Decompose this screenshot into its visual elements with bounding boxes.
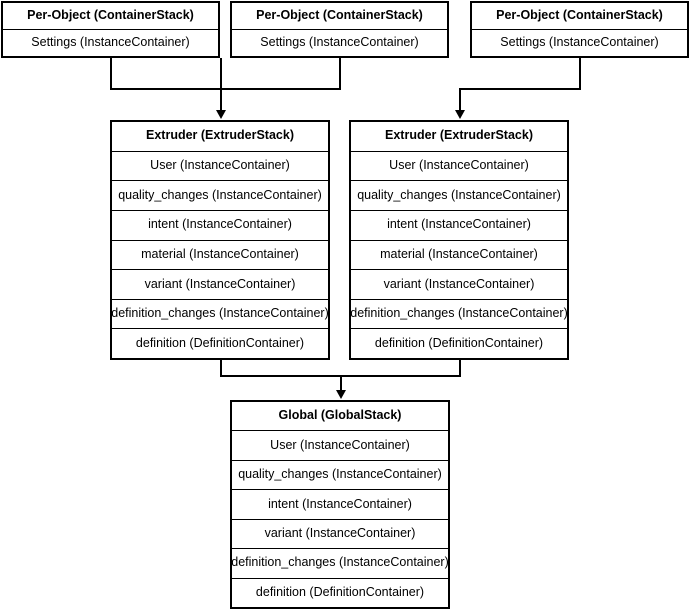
edge-to-extruder2-stem <box>459 88 461 110</box>
node-row: material (InstanceContainer) <box>112 239 328 270</box>
node-row: quality_changes (InstanceContainer) <box>112 180 328 210</box>
node-row: Settings (InstanceContainer) <box>3 29 218 56</box>
node-row: definition (DefinitionContainer) <box>232 577 448 607</box>
node-header: Per-Object (ContainerStack) <box>256 8 423 23</box>
node-row: Settings (InstanceContainer) <box>232 29 447 56</box>
node-per-object-1[interactable]: Per-Object (ContainerStack) Settings (In… <box>1 1 220 58</box>
node-header: Extruder (ExtruderStack) <box>385 128 533 143</box>
node-global[interactable]: Global (GlobalStack) User (InstanceConta… <box>230 400 450 609</box>
node-header: Per-Object (ContainerStack) <box>496 8 663 23</box>
node-header: Per-Object (ContainerStack) <box>27 8 194 23</box>
node-header: Global (GlobalStack) <box>278 408 402 423</box>
node-row: quality_changes (InstanceContainer) <box>232 459 448 489</box>
node-row: Settings (InstanceContainer) <box>472 29 687 56</box>
node-row: definition_changes (InstanceContainer) <box>350 298 568 329</box>
edge-perobject3-run <box>459 88 581 90</box>
node-row: intent (InstanceContainer) <box>351 209 567 240</box>
arrowhead-to-extruder1 <box>216 110 226 119</box>
node-row: definition (DefinitionContainer) <box>112 328 328 358</box>
node-row: intent (InstanceContainer) <box>232 489 448 518</box>
edge-to-global-stem <box>340 375 342 390</box>
edge-extruder2-drop <box>459 360 461 377</box>
node-row: definition (DefinitionContainer) <box>351 328 567 358</box>
edge-perobject2-drop <box>339 58 341 90</box>
edge-to-extruder1-stem <box>220 58 222 110</box>
node-row: User (InstanceContainer) <box>232 430 448 459</box>
node-per-object-2[interactable]: Per-Object (ContainerStack) Settings (In… <box>230 1 449 58</box>
edge-perobject3-drop <box>579 58 581 90</box>
edge-perobject1-drop <box>110 58 112 90</box>
edge-extruder1-drop <box>220 360 222 377</box>
node-row: User (InstanceContainer) <box>112 150 328 181</box>
arrowhead-to-extruder2 <box>455 110 465 119</box>
arrowhead-to-global <box>336 390 346 399</box>
node-row: quality_changes (InstanceContainer) <box>351 180 567 210</box>
node-extruder-1[interactable]: Extruder (ExtruderStack) User (InstanceC… <box>110 120 330 360</box>
node-row: definition_changes (InstanceContainer) <box>111 298 329 329</box>
node-header: Extruder (ExtruderStack) <box>146 128 294 143</box>
edge-perobject-merge-bar <box>110 88 341 90</box>
node-per-object-3[interactable]: Per-Object (ContainerStack) Settings (In… <box>470 1 689 58</box>
node-row: variant (InstanceContainer) <box>232 518 448 548</box>
node-row: definition_changes (InstanceContainer) <box>231 548 449 577</box>
node-row: variant (InstanceContainer) <box>351 269 567 299</box>
node-row: variant (InstanceContainer) <box>112 269 328 299</box>
node-extruder-2[interactable]: Extruder (ExtruderStack) User (InstanceC… <box>349 120 569 360</box>
node-row: intent (InstanceContainer) <box>112 209 328 240</box>
node-row: User (InstanceContainer) <box>351 150 567 181</box>
node-row: material (InstanceContainer) <box>351 239 567 270</box>
